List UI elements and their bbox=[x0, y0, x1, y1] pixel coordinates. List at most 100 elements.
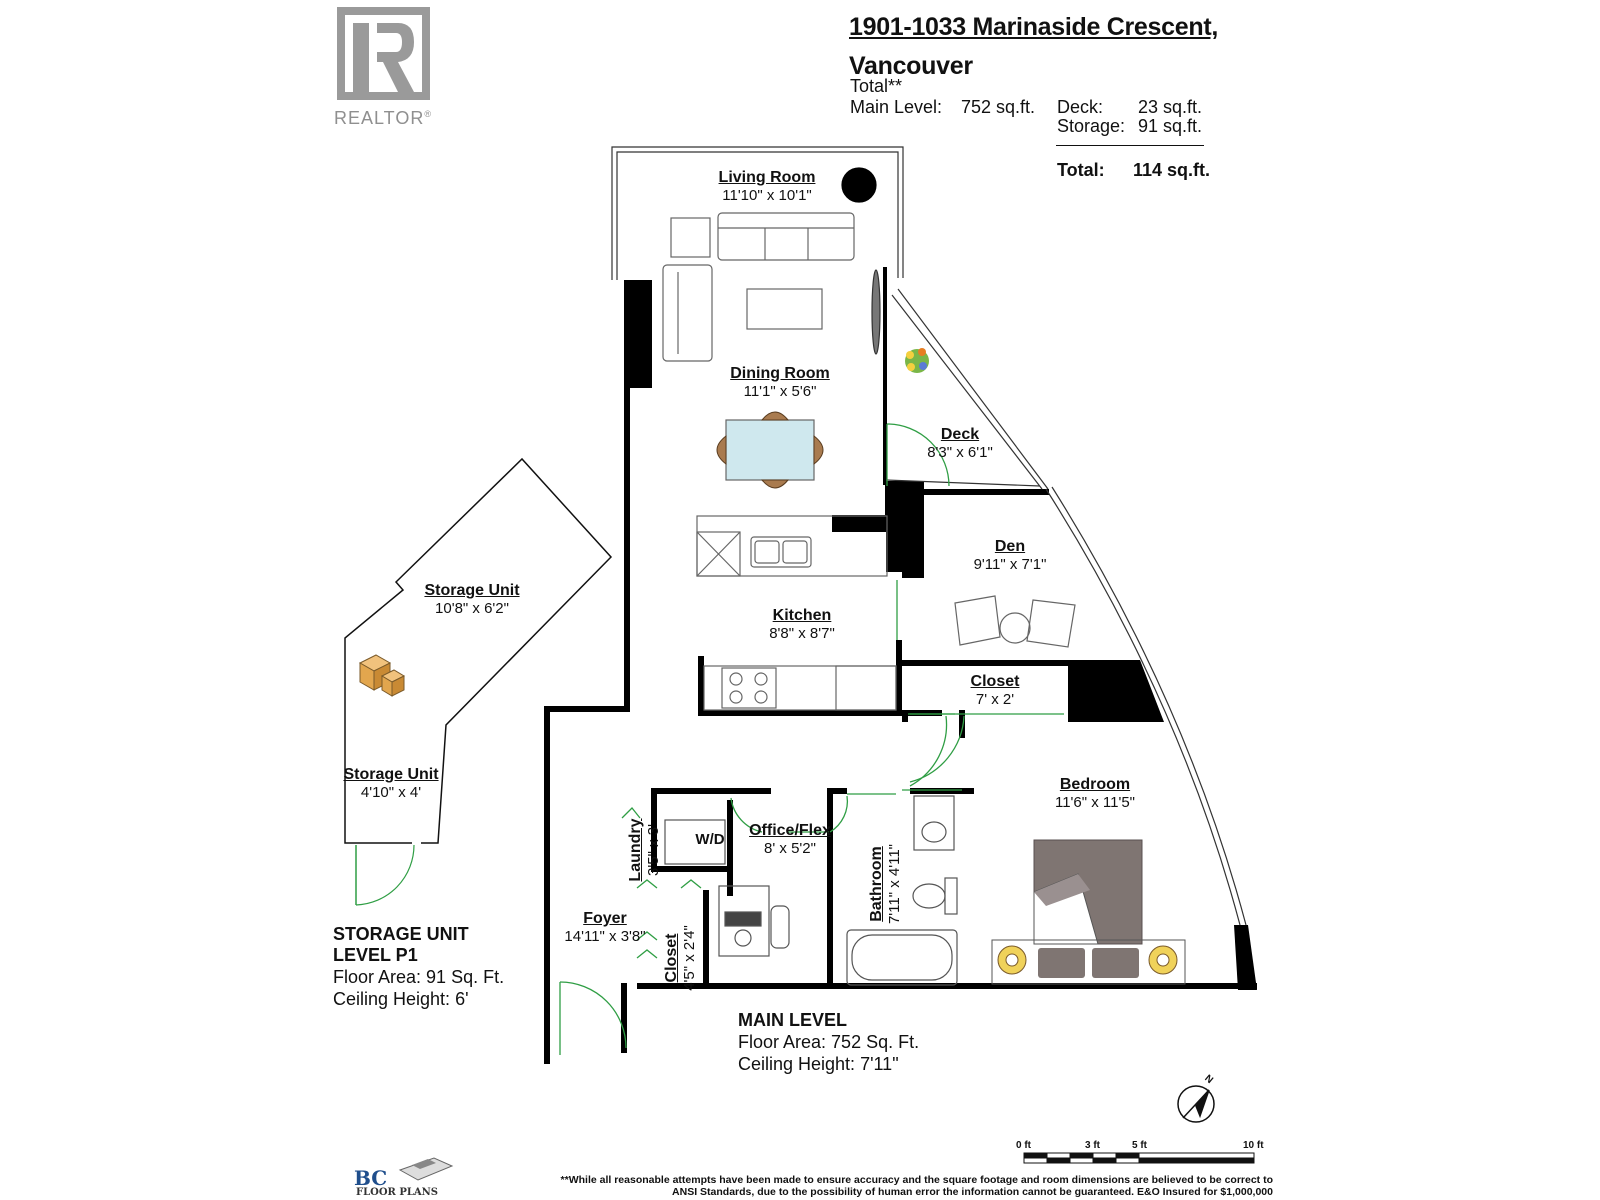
main-level-title: MAIN LEVEL bbox=[738, 1010, 848, 1030]
room-dimensions: 7' x 2' bbox=[975, 691, 1015, 708]
room-name: Dining Room bbox=[730, 365, 830, 382]
room-name: Bathroom bbox=[868, 846, 885, 922]
total-divider bbox=[1056, 145, 1204, 146]
scale-bar bbox=[1023, 1152, 1255, 1164]
scale-label-10: 10 ft bbox=[1243, 1140, 1264, 1151]
wall-tv-icon bbox=[871, 269, 881, 355]
fridge-icon bbox=[835, 665, 897, 711]
bc-logo-mark: BC bbox=[354, 1166, 388, 1190]
storage-area-label: Storage: bbox=[1057, 116, 1126, 136]
room-dimensions: 14'11" x 3'8" bbox=[564, 928, 646, 945]
den-side-table-icon bbox=[999, 612, 1031, 644]
grand-total-value: 114 sq.ft. bbox=[1133, 160, 1211, 180]
deck-area-value: 23 sq.ft. bbox=[1138, 97, 1203, 117]
office-desk-icon bbox=[718, 885, 790, 957]
room-dimensions: 10'8" x 6'2" bbox=[435, 600, 509, 617]
bathroom-label: Bathroom 7'11" x 4'11" bbox=[868, 819, 903, 949]
room-dimensions: 4'5" x 2'4" bbox=[681, 925, 698, 991]
room-dimensions: 4'10" x 4' bbox=[360, 784, 422, 801]
office-flex-label: Office/Flex 8' x 5'2" bbox=[740, 822, 840, 857]
wd-text: W/D bbox=[695, 831, 725, 848]
storage-unit-lower-label: Storage Unit 4'10" x 4' bbox=[336, 766, 446, 801]
main-level-area-label: Main Level: bbox=[850, 97, 943, 117]
den-chair-right-icon bbox=[1026, 599, 1076, 648]
storage-ceiling-height: Ceiling Height: 6' bbox=[333, 989, 469, 1009]
pillow-right-icon bbox=[1092, 948, 1139, 978]
compass-north-letter: N bbox=[1202, 1072, 1215, 1087]
scale-label-0: 0 ft bbox=[1016, 1140, 1031, 1151]
grand-total-label: Total: bbox=[1057, 160, 1105, 180]
storage-level-info: STORAGE UNIT LEVEL P1 Floor Area: 91 Sq.… bbox=[333, 924, 504, 1010]
closet-foyer-label: Closet 4'5" x 2'4" bbox=[663, 908, 698, 1008]
scale-label-3: 3 ft bbox=[1085, 1140, 1100, 1151]
address-line-2: Vancouver bbox=[849, 51, 973, 80]
armchair-icon bbox=[670, 217, 711, 258]
room-dimensions: 11'1" x 5'6" bbox=[743, 383, 817, 400]
nightstand-lamp-left-icon bbox=[997, 945, 1027, 975]
storage-door bbox=[355, 844, 415, 906]
address-line-1: 1901-1033 Marinaside Crescent, bbox=[849, 13, 1218, 41]
room-name: Bedroom bbox=[1059, 776, 1131, 793]
realtor-r-logo-icon bbox=[337, 7, 430, 100]
dishwasher-icon bbox=[696, 531, 741, 577]
floor-lamp-icon bbox=[841, 167, 877, 203]
laundry-label: Laundry 3'5" x 3' bbox=[627, 800, 662, 900]
registered-mark: ® bbox=[424, 109, 432, 119]
door-swings bbox=[559, 423, 1064, 1055]
coffee-table-icon bbox=[746, 288, 823, 330]
closet-main-label: Closet 7' x 2' bbox=[945, 673, 1045, 708]
storage-boxes-icon bbox=[358, 654, 406, 697]
deck-plant-icon bbox=[905, 348, 929, 373]
room-dimensions: 8'8" x 8'7" bbox=[769, 625, 835, 642]
storage-unit-upper-label: Storage Unit 10'8" x 6'2" bbox=[417, 582, 527, 617]
main-level-info: MAIN LEVEL Floor Area: 752 Sq. Ft. Ceili… bbox=[738, 1010, 919, 1075]
room-dimensions: 3'5" x 3' bbox=[645, 824, 662, 876]
washer-dryer-label: W/D bbox=[681, 831, 739, 848]
den-furniture bbox=[954, 595, 1076, 648]
sofa-icon bbox=[717, 212, 855, 261]
kitchen-label: Kitchen 8'8" x 8'7" bbox=[752, 607, 852, 642]
nightstand-lamp-right-icon bbox=[1148, 945, 1178, 975]
storage-area-value: 91 sq.ft. bbox=[1138, 116, 1203, 136]
bed-icon bbox=[1033, 839, 1143, 945]
dining-set-icon bbox=[716, 411, 824, 489]
deck-label: Deck 8'3" x 6'1" bbox=[910, 426, 1010, 461]
toilet-bowl-icon bbox=[912, 883, 946, 909]
realtor-logo-text: REALTOR® bbox=[334, 108, 432, 129]
room-dimensions: 7'11" x 4'11" bbox=[886, 843, 903, 925]
living-room-windows bbox=[611, 146, 904, 280]
upper-counter-icon bbox=[696, 515, 888, 577]
room-dimensions: 9'11" x 7'1" bbox=[973, 556, 1047, 573]
scale-label-5: 5 ft bbox=[1132, 1140, 1147, 1151]
main-floor-area: Floor Area: 752 Sq. Ft. bbox=[738, 1032, 920, 1052]
room-name: Closet bbox=[663, 933, 680, 983]
total-area-label: Total** bbox=[850, 76, 903, 96]
room-name: Storage Unit bbox=[424, 582, 520, 599]
storage-level-subtitle: LEVEL P1 bbox=[333, 945, 418, 965]
room-name: Storage Unit bbox=[343, 766, 439, 783]
room-dimensions: 11'6" x 11'5" bbox=[1054, 794, 1136, 811]
room-name: Deck bbox=[940, 426, 980, 443]
room-dimensions: 8' x 5'2" bbox=[764, 840, 816, 857]
bedroom-label: Bedroom 11'6" x 11'5" bbox=[1040, 776, 1150, 811]
main-ceiling-height: Ceiling Height: 7'11" bbox=[738, 1054, 899, 1074]
main-level-area-value: 752 sq.ft. bbox=[961, 97, 1036, 117]
den-label: Den 9'11" x 7'1" bbox=[960, 538, 1060, 573]
vanity-icon bbox=[913, 795, 955, 851]
toilet-tank-icon bbox=[944, 877, 958, 915]
realtor-word: REALTOR bbox=[334, 108, 425, 128]
headboard-icon bbox=[991, 939, 1186, 985]
north-arrow-icon bbox=[1177, 1085, 1215, 1123]
room-name: Kitchen bbox=[772, 607, 832, 624]
living-room-label: Living Room 11'10" x 10'1" bbox=[712, 169, 822, 204]
stove-icon bbox=[721, 667, 777, 709]
bc-floor-plans-logo-icon bbox=[398, 1157, 454, 1181]
curved-window bbox=[1045, 486, 1247, 926]
room-name: Laundry bbox=[627, 818, 644, 882]
room-dimensions: 11'10" x 10'1" bbox=[722, 187, 812, 204]
room-dimensions: 8'3" x 6'1" bbox=[927, 444, 993, 461]
dining-room-label: Dining Room 11'1" x 5'6" bbox=[725, 365, 835, 400]
deck-area-label: Deck: bbox=[1057, 97, 1104, 117]
sink-icon bbox=[750, 536, 812, 568]
den-chair-left-icon bbox=[954, 595, 1001, 646]
